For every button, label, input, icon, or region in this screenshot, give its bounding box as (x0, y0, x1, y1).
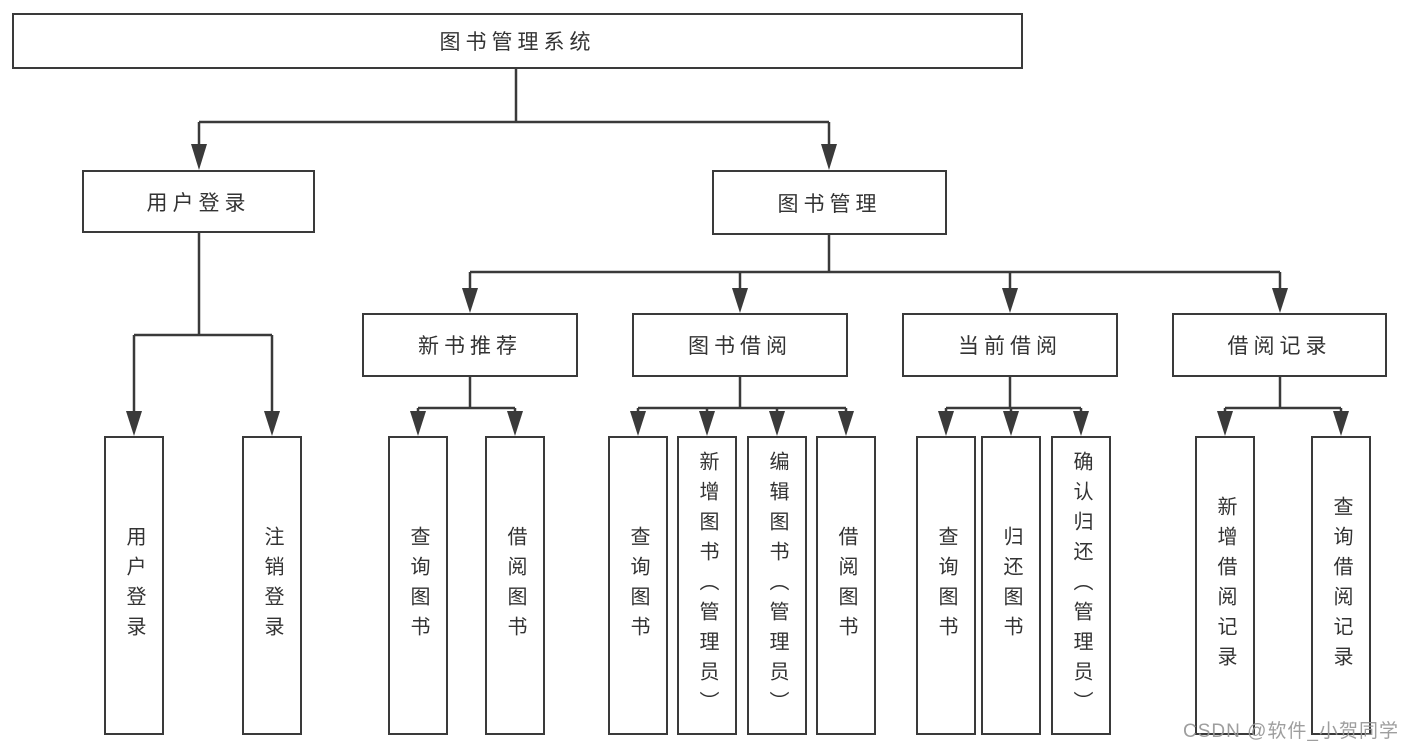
connector (468, 235, 1282, 291)
leaf-query-borrow-record: 查询借阅记录 (1311, 436, 1371, 735)
csdn-watermark: CSDN @软件_小贺同学 (1183, 721, 1399, 742)
leaf-query-book-borrowing: 查询图书 (608, 436, 668, 735)
arrowhead (630, 411, 646, 436)
node-system-root: 图书管理系统 (12, 13, 1023, 69)
node-new-book-recommend: 新书推荐 (362, 313, 578, 377)
arrowhead (507, 411, 523, 436)
connector (132, 233, 274, 414)
leaf-add-borrow-record: 新增借阅记录 (1195, 436, 1255, 735)
arrowhead (732, 288, 748, 313)
leaf-add-book-admin: 新增图书（管理员） (677, 436, 737, 735)
arrowhead (1217, 411, 1233, 436)
arrowhead (938, 411, 954, 436)
node-book-management-branch: 图书管理 (712, 170, 947, 235)
arrowhead (191, 144, 207, 170)
leaf-edit-book-admin: 编辑图书（管理员） (747, 436, 807, 735)
arrowhead (769, 411, 785, 436)
arrowhead (1333, 411, 1349, 436)
arrowhead (1003, 411, 1019, 436)
leaf-return-book: 归还图书 (981, 436, 1041, 735)
leaf-borrow-book-recommend: 借阅图书 (485, 436, 545, 735)
arrowhead (410, 411, 426, 436)
arrowheads (126, 144, 1349, 436)
connector (197, 69, 831, 148)
node-user-login-branch: 用户登录 (82, 170, 315, 233)
leaf-query-book-current: 查询图书 (916, 436, 976, 735)
leaf-borrow-book: 借阅图书 (816, 436, 876, 735)
arrowhead (838, 411, 854, 436)
leaf-user-login: 用户登录 (104, 436, 164, 735)
connector (636, 377, 848, 414)
leaf-confirm-return-admin: 确认归还（管理员） (1051, 436, 1111, 735)
node-current-borrowing: 当前借阅 (902, 313, 1118, 377)
connector (416, 377, 517, 414)
arrowhead (1272, 288, 1288, 313)
leaf-query-book-recommend: 查询图书 (388, 436, 448, 735)
arrowhead (699, 411, 715, 436)
connector-group (132, 69, 1343, 414)
node-borrowing-records: 借阅记录 (1172, 313, 1387, 377)
arrowhead (1073, 411, 1089, 436)
arrowhead (821, 144, 837, 170)
leaf-logout: 注销登录 (242, 436, 302, 735)
node-book-borrowing: 图书借阅 (632, 313, 848, 377)
connector (1223, 377, 1343, 414)
arrowhead (462, 288, 478, 313)
arrowhead (1002, 288, 1018, 313)
connector (944, 377, 1083, 414)
arrowhead (264, 411, 280, 436)
arrowhead (126, 411, 142, 436)
